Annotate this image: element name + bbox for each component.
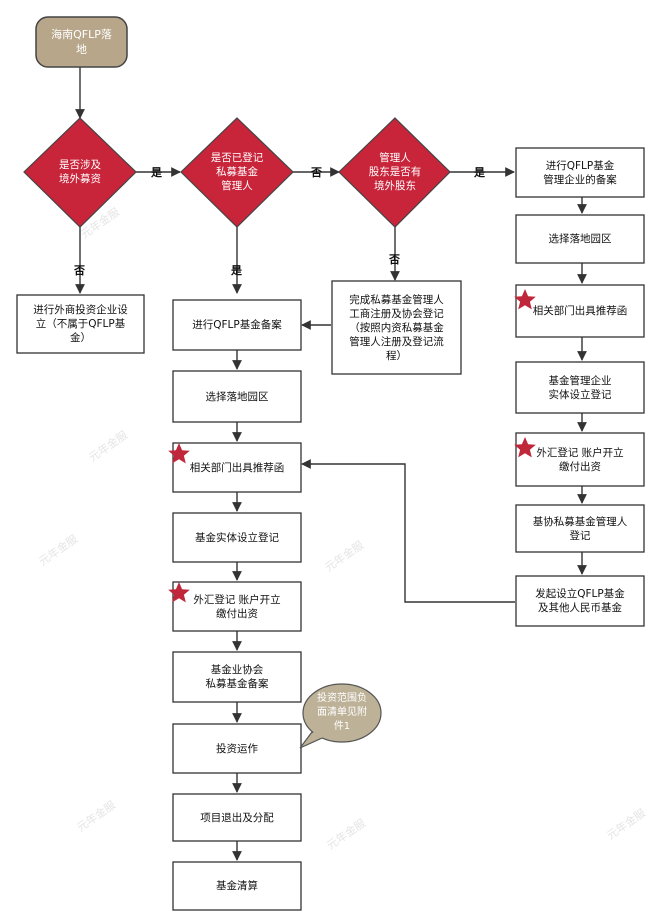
edge-label-yes: 是 <box>151 166 162 179</box>
connectors <box>75 67 587 861</box>
box-r5-label: 外汇登记 账户开立 缴付出资 <box>536 446 624 473</box>
process-boxes <box>16 147 645 911</box>
edge-label-no: 否 <box>389 253 400 266</box>
start-node <box>35 16 128 68</box>
decision-d2 <box>180 117 294 228</box>
box-wancheng <box>331 280 462 375</box>
decision-d1-label: 是否涉及 境外募资 <box>59 159 101 185</box>
box-m6-label: 基金业协会 私募基金备案 <box>205 664 269 690</box>
callout-bubble <box>299 683 382 749</box>
box-m9-label: 基金清算 <box>216 880 258 892</box>
box-wancheng-label: 完成私募基金管理人 工商注册及协会登记 （按照内资私募基金 管理人注册及登记流 … <box>349 293 444 362</box>
edge-label-yes: 是 <box>474 166 485 179</box>
box-r4 <box>515 361 645 414</box>
start-node-label: 海南QFLP落 地 <box>51 28 112 56</box>
box-m1-label: 进行QFLP基金备案 <box>192 319 282 331</box>
box-r7-label: 发起设立QFLP基金 及其他人民币基金 <box>535 588 625 614</box>
box-m3-label: 相关部门出具推荐函 <box>189 461 285 474</box>
box-m5-label: 外汇登记 账户开立 缴付出资 <box>193 593 281 620</box>
stars <box>168 289 536 603</box>
edge-label-no: 否 <box>311 166 322 179</box>
decision-d3-label: 管理人 股东是否有 境外股东 <box>368 152 422 192</box>
box-m1 <box>172 299 302 351</box>
star-icon <box>168 582 190 603</box>
star-icon <box>168 443 190 464</box>
box-m4 <box>172 512 302 563</box>
decision-d1 <box>23 117 137 228</box>
edge-r7-m3 <box>301 459 515 603</box>
decision-d2-label: 是否已登记 私募基金 管理人 <box>210 152 264 192</box>
box-m2-label: 选择落地园区 <box>205 390 269 403</box>
box-m8-label: 项目退出及分配 <box>200 811 274 824</box>
box-r5 <box>515 432 645 487</box>
box-r3 <box>515 284 645 338</box>
box-r3-label: 相关部门出具推荐函 <box>532 305 628 317</box>
callout-bubble-label: 投资范围负 面清单见附 件1 <box>317 693 367 732</box>
box-r6 <box>515 504 645 553</box>
box-m7-label: 投资运作 <box>216 742 258 755</box>
box-r2-label: 选择落地园区 <box>548 233 612 245</box>
box-m8 <box>172 793 302 842</box>
box-m6 <box>172 651 302 703</box>
box-r4-label: 基金管理企业 实体设立登记 <box>548 374 612 401</box>
box-r2 <box>515 214 645 264</box>
box-r1 <box>515 147 645 198</box>
box-m2 <box>172 370 302 423</box>
box-m5 <box>172 581 302 632</box>
box-m4-label: 基金实体设立登记 <box>195 531 279 544</box>
box-r7 <box>515 575 645 627</box>
box-r1-label: 进行QFLP基金 管理企业的备案 <box>543 159 617 186</box>
box-waishang <box>16 294 145 354</box>
box-m9 <box>172 861 302 911</box>
star-icon <box>514 289 536 310</box>
decision-d3 <box>338 117 451 228</box>
star-icon <box>514 437 536 458</box>
edge-label-no: 否 <box>74 264 85 277</box>
box-m3 <box>172 442 302 493</box>
edge-label-yes: 是 <box>231 264 242 277</box>
box-m7 <box>172 723 302 774</box>
box-waishang-label: 进行外商投资企业设 立（不属于QFLP基 金） <box>33 304 128 344</box>
box-r6-label: 基协私募基金管理人 登记 <box>532 515 628 542</box>
